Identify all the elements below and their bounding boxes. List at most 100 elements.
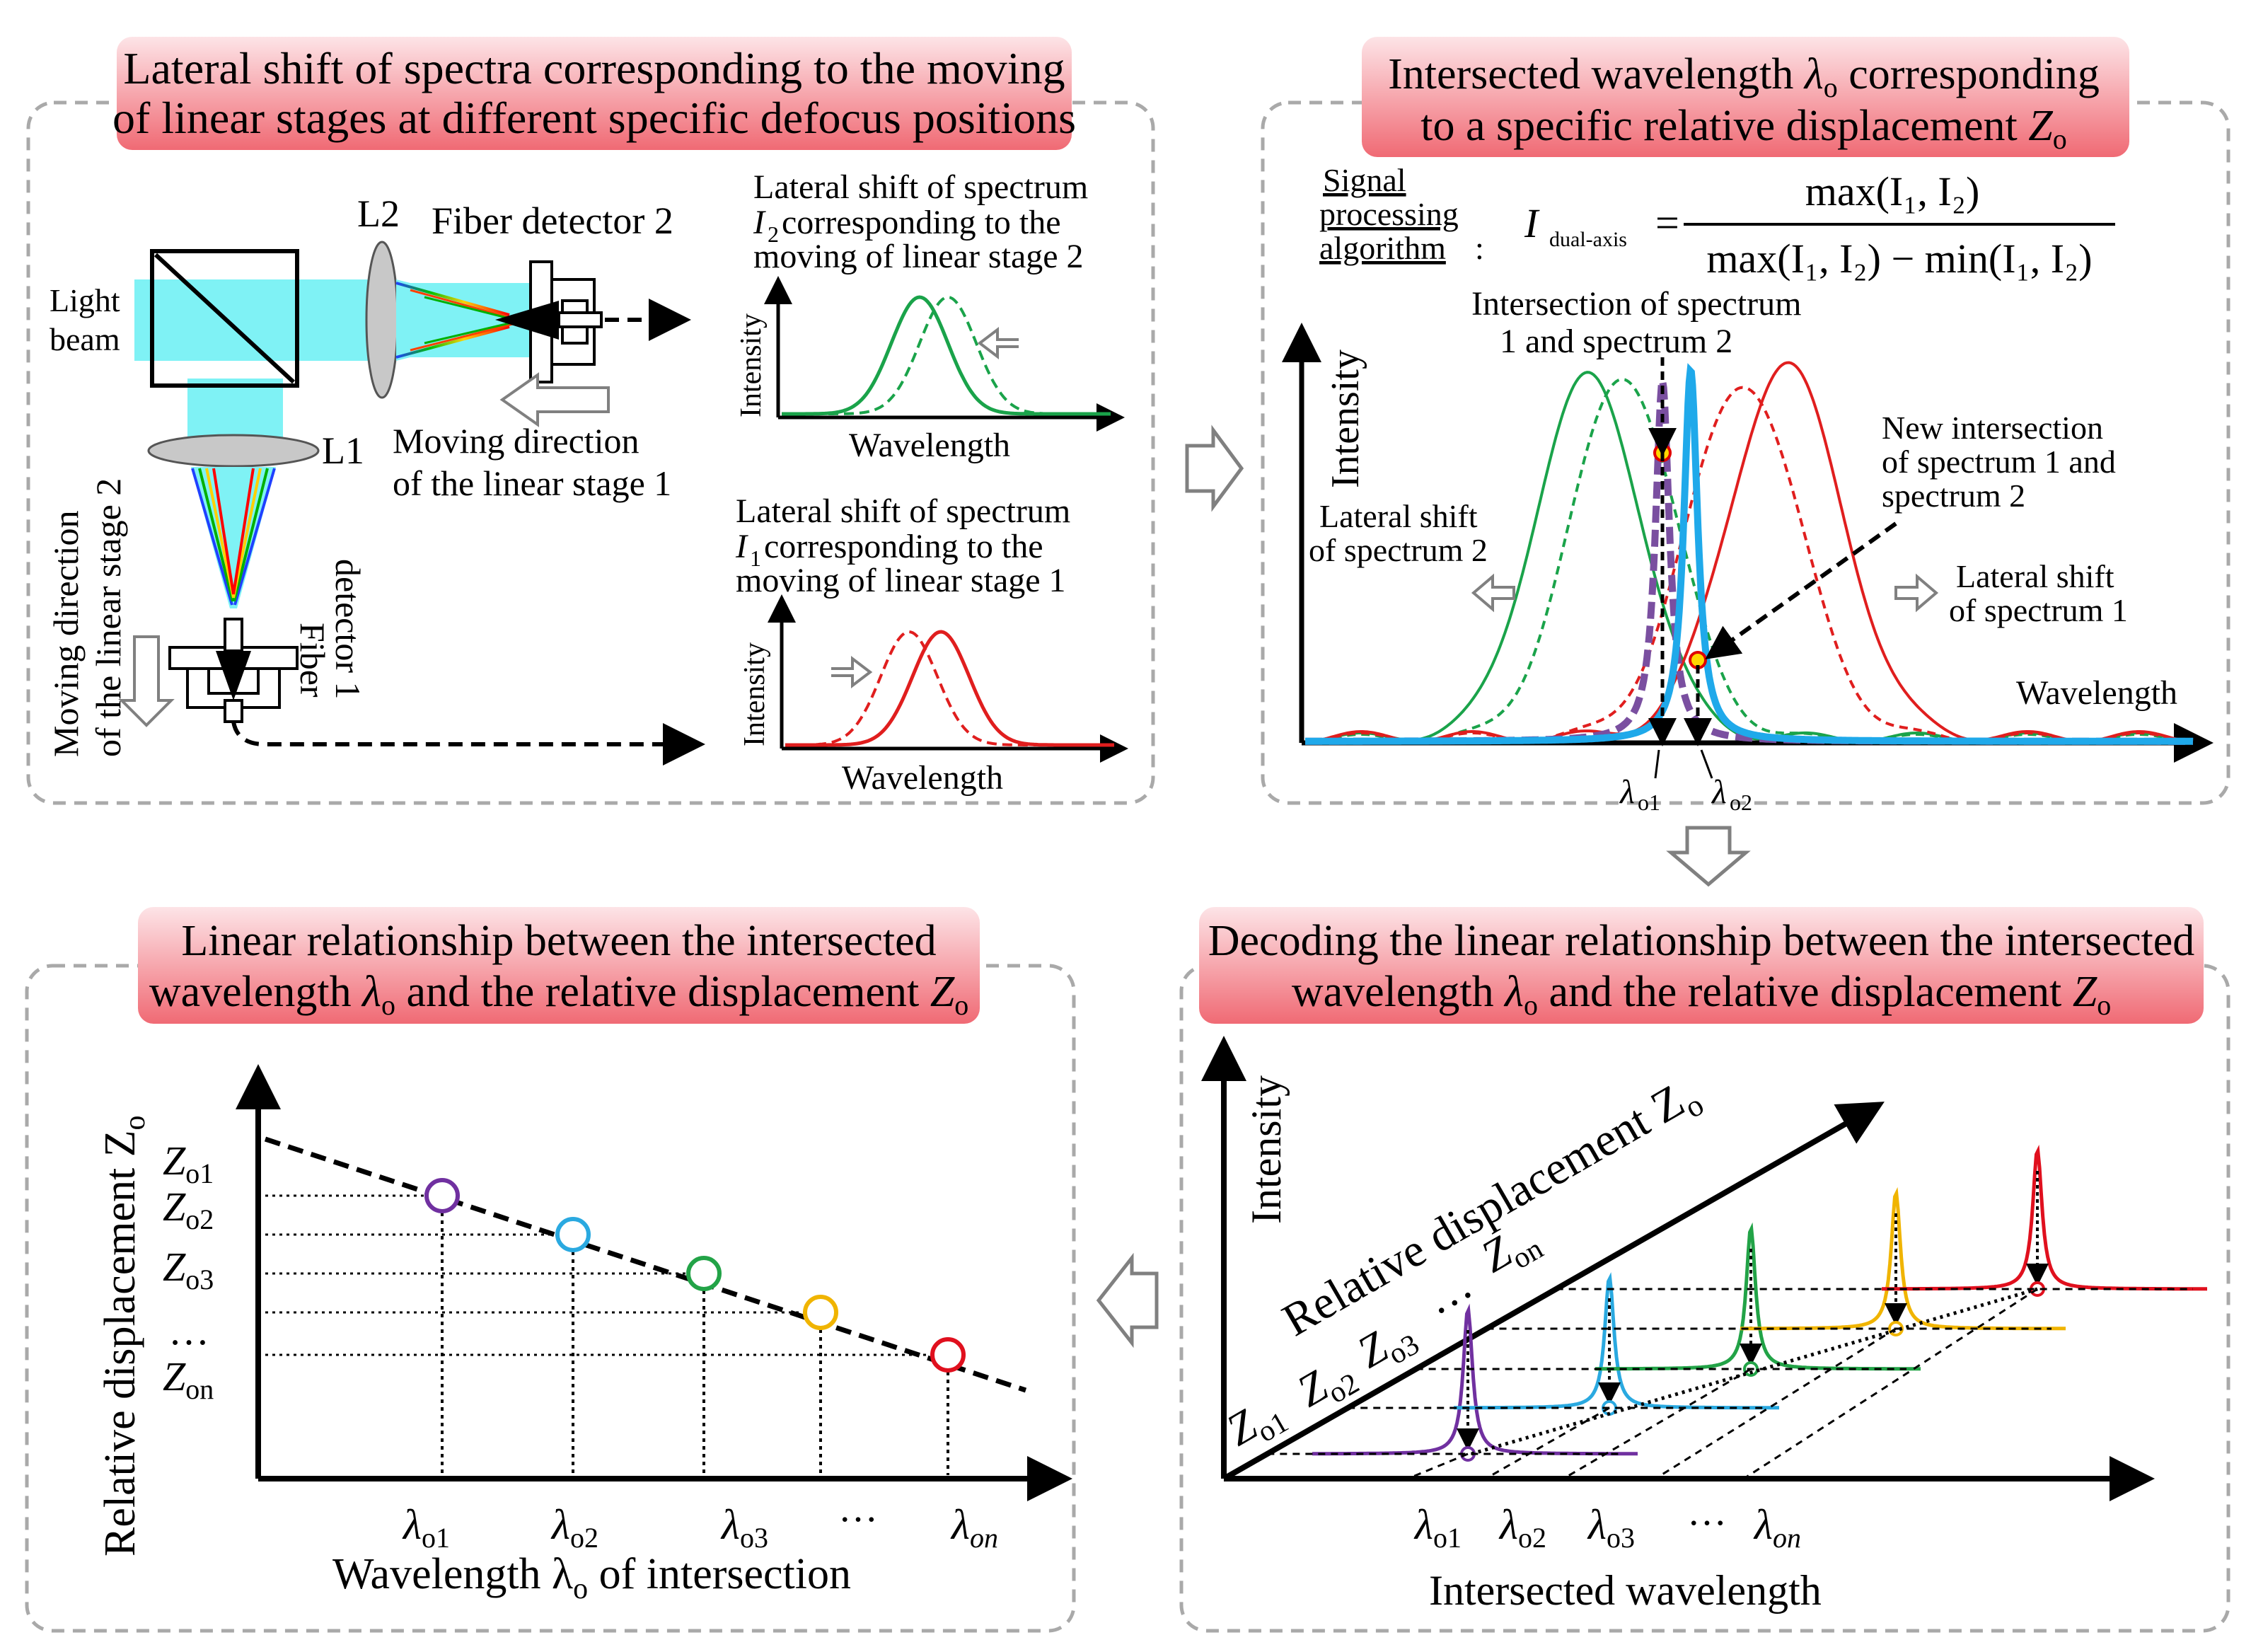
lambda-tick-ellipsis: … — [838, 1486, 878, 1530]
panel3-diag-label: Relative displacement Zo — [1274, 1067, 1710, 1352]
flow-arrow-left — [1096, 1252, 1159, 1348]
inset-bottom-xlabel: Wavelength — [842, 759, 1003, 797]
panel3-header-line1: Decoding the linear relationship between… — [1208, 917, 2194, 965]
z-spectrum-curve — [1595, 1222, 1921, 1371]
panel4-trend-line — [264, 1136, 1027, 1393]
lambda-o1-label: λ — [1619, 773, 1635, 811]
panel-linear-relationship: Linear relationship between the intersec… — [25, 907, 1076, 1633]
label-moving-direction-2a: Moving direction — [46, 510, 86, 757]
inset-bottom-title-2a: I — [735, 528, 748, 565]
lambda-tick-label: λon — [950, 1501, 998, 1554]
panel3-ylabel: Intensity — [1243, 1075, 1290, 1224]
lat-shift-2-line1: Lateral shift — [1319, 498, 1478, 534]
panel4-ylabel: Relative displacement Zo — [96, 1115, 151, 1556]
z-label: Zo1 — [1218, 1385, 1295, 1462]
panel2-header — [1362, 37, 2129, 157]
spa-line3: algorithm — [1319, 230, 1446, 266]
z-label: Zo2 — [1289, 1346, 1365, 1423]
lambda-o1-sub: o1 — [1638, 790, 1660, 815]
panel4-header — [138, 907, 980, 1024]
intersection-label-2: 1 and spectrum 2 — [1500, 323, 1732, 360]
inset-bottom-ylabel: Intensity — [739, 642, 771, 746]
inset-top-title-1: Lateral shift of spectrum — [753, 168, 1088, 206]
panel3-spectra — [1267, 1144, 2207, 1480]
inset-top-title-2a: I — [753, 204, 766, 241]
lambda-label: λon — [1753, 1501, 1801, 1554]
label-fiber-detector-1b: detector 1 — [328, 559, 368, 700]
formula-I: I — [1524, 200, 1540, 246]
panel-optical-setup: Lateral shift of spectra corresponding t… — [26, 37, 1155, 805]
lambda-tick-label: λo3 — [720, 1501, 768, 1554]
lambda-tick-label: λo1 — [402, 1501, 450, 1554]
panel2-xlabel: Wavelength — [2016, 674, 2177, 712]
panel2-ylabel: Intensity — [1324, 350, 1367, 488]
lens-l2 — [365, 241, 399, 399]
label-fiber-detector-1a: Fiber — [293, 623, 332, 698]
dual-axis-curve-new — [1305, 363, 2194, 745]
spa-line1: Signal — [1323, 162, 1406, 198]
spa-colon: : — [1475, 230, 1484, 266]
lambda-label: λo1 — [1413, 1501, 1462, 1554]
arrow-stage1-direction — [499, 372, 610, 427]
z-spectrum-curve — [1740, 1186, 2066, 1331]
inset-bottom-title-3: moving of linear stage 1 — [736, 562, 1066, 599]
label-fiber-detector-2: Fiber detector 2 — [432, 200, 673, 242]
z-spectrum-curve — [1312, 1303, 1638, 1456]
label-moving-direction-2b: of the linear stage 2 — [88, 478, 128, 757]
label-light-beam-1: Light — [50, 282, 120, 318]
formula-numerator: max(I₁, I₂) — [1805, 168, 1980, 214]
panel4-xlabel: Wavelength λo of intersection — [332, 1550, 851, 1605]
lat-shift-1-line1: Lateral shift — [1956, 558, 2114, 594]
z-tick-label: Zo3 — [163, 1244, 214, 1295]
panel4-header-line1: Linear relationship between the intersec… — [181, 917, 936, 965]
panel2-spectra — [1305, 361, 2194, 746]
new-intersection-2: of spectrum 1 and — [1882, 444, 2116, 480]
inset-top-ylabel: Intensity — [735, 313, 768, 417]
fiber-detector-1 — [168, 618, 299, 723]
spectrum-1-shifted-curve — [1305, 386, 2194, 743]
lat-shift-1-line2: of spectrum 1 — [1949, 592, 2128, 628]
label-light-beam-2: beam — [50, 321, 120, 357]
z-tick-ellipsis: … — [168, 1307, 209, 1353]
arrow-stage2-direction — [118, 635, 175, 727]
panel4-header-line2: wavelength λo and the relative displacem… — [149, 968, 968, 1021]
formula-eq: = — [1655, 200, 1679, 246]
intersection-point — [555, 1217, 591, 1252]
beam-splitter-cube — [150, 249, 299, 388]
formula-denominator: max(I₁, I₂) − min(I₁, I₂) — [1706, 236, 2092, 282]
z-spectrum-curve — [1882, 1144, 2207, 1291]
panel1-header-line2: of linear stages at different specific d… — [112, 93, 1076, 143]
lambda-label: λo2 — [1498, 1501, 1546, 1554]
new-intersection-3: spectrum 2 — [1882, 478, 2025, 514]
lambda-tick-label: λo2 — [550, 1501, 598, 1554]
intersection-point — [686, 1256, 722, 1291]
lambda-o2-sub: o2 — [1730, 790, 1752, 815]
lens-l1 — [147, 434, 320, 468]
z-tick-label: Zo2 — [163, 1184, 214, 1235]
intersection-point — [803, 1295, 838, 1330]
inset-top-title-2sub: 2 — [768, 221, 779, 247]
inset-bottom-title-2b: corresponding to the — [764, 528, 1043, 565]
panel-decoding: Decoding the linear relationship between… — [1179, 907, 2230, 1633]
panel2-header-line1: Intersected wavelength λo corresponding — [1388, 50, 2100, 103]
panel3-header-line2: wavelength λo and the relative displacem… — [1292, 968, 2111, 1021]
flow-arrow-down — [1666, 826, 1751, 887]
fiber-detector-2 — [495, 260, 603, 383]
label-moving-direction-1b: of the linear stage 1 — [393, 463, 671, 503]
panel3-z-axis — [1222, 1102, 1885, 1481]
lambda-o2-label: λ — [1711, 773, 1727, 811]
inset-bottom-title-2sub: 1 — [750, 545, 761, 571]
formula: I dual-axis = max(I₁, I₂) max(I₁, I₂) − … — [1524, 168, 2115, 282]
z-tick-label: Zo1 — [163, 1138, 214, 1189]
intersection-point — [424, 1178, 460, 1213]
inset-bottom-title-1: Lateral shift of spectrum — [736, 492, 1070, 530]
new-intersection-1: New intersection — [1882, 410, 2103, 446]
lat-shift-2-line2: of spectrum 2 — [1309, 532, 1488, 568]
formula-I-sub: dual-axis — [1549, 228, 1627, 251]
lambda-ellipsis: … — [1687, 1490, 1727, 1534]
inset-spectrum-1: Lateral shift of spectrum I 1 correspond… — [735, 492, 1128, 797]
inset-top-title-3: moving of linear stage 2 — [753, 238, 1084, 275]
